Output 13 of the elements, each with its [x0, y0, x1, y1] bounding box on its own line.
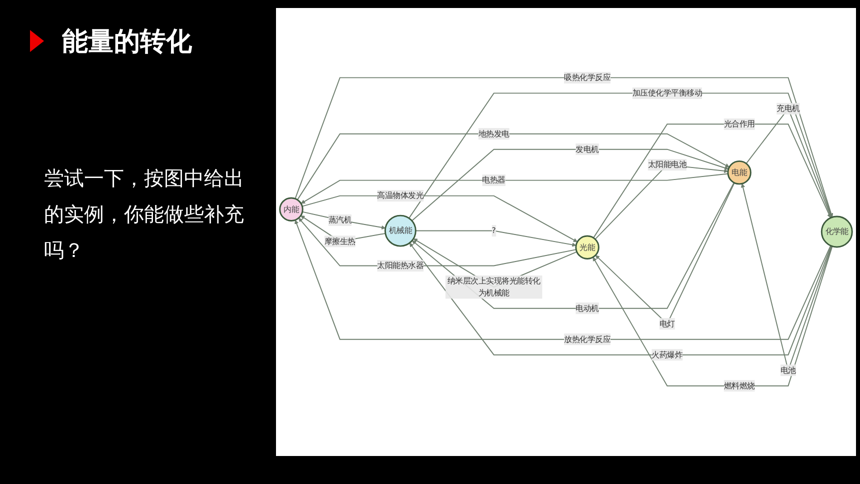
- arrow: [294, 77, 834, 218]
- arrow: [411, 149, 729, 222]
- arrow: [296, 134, 730, 201]
- arrow: [298, 218, 577, 266]
- prompt-text: 尝试一下，按图中给出的实例，你能做些补充吗？: [44, 165, 244, 264]
- arrow: [302, 212, 386, 230]
- arrow: [408, 92, 833, 219]
- arrow: [300, 174, 728, 204]
- arrow: [415, 230, 576, 248]
- arrow: [409, 243, 832, 356]
- arrow: [592, 246, 833, 387]
- arrow: [294, 220, 832, 340]
- title: 能量的转化: [62, 26, 192, 59]
